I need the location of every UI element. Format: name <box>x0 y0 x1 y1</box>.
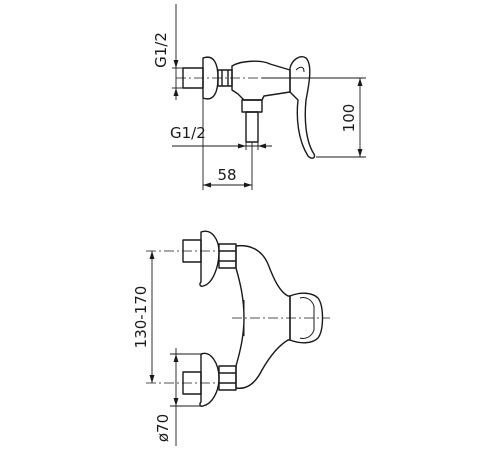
dim-d70-arrow2 <box>173 398 179 406</box>
dim-g12-out-arrow2 <box>258 143 266 149</box>
front-lower-nut <box>218 365 237 391</box>
label-130-170: 130-170 <box>132 286 150 349</box>
dim-58-arrow1 <box>203 182 211 188</box>
dim-58-arrow2 <box>244 182 252 188</box>
dim-d70-arrow1 <box>173 354 179 362</box>
dim-g12-out-arrow1 <box>238 143 246 149</box>
side-outlet-pipe <box>245 111 259 143</box>
dim-100-arrow1 <box>357 78 363 86</box>
side-lever-handle <box>289 56 316 159</box>
side-lever-inner <box>295 66 305 73</box>
front-view: 130-170 ø70 <box>132 230 330 446</box>
dim-100-arrow2 <box>357 149 363 157</box>
label-g12-top: G1/2 <box>152 32 170 68</box>
front-lower-escutcheon <box>199 352 220 407</box>
front-upper-nut <box>218 243 237 269</box>
side-valve-body <box>231 60 291 101</box>
dim-130-170-arrow2 <box>149 375 155 383</box>
label-d70: ø70 <box>154 414 172 442</box>
dim-130-170-arrow1 <box>149 251 155 259</box>
dim-g12-top-arrow2 <box>173 88 179 96</box>
label-g12-outlet: G1/2 <box>170 124 206 142</box>
side-outlet-nut <box>241 99 263 113</box>
front-upper-escutcheon <box>199 230 220 287</box>
label-58: 58 <box>217 166 236 184</box>
side-view: G1/2 G1/2 58 100 <box>152 4 366 190</box>
dim-g12-top-arrow1 <box>173 60 179 68</box>
front-handle-base <box>289 292 324 344</box>
label-100: 100 <box>340 104 358 133</box>
